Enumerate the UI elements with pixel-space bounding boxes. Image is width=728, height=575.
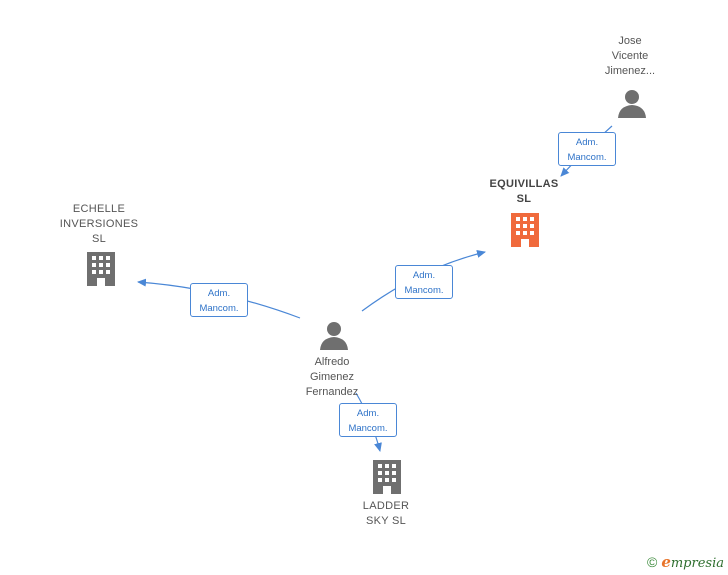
node-label-echelle: ECHELLE INVERSIONES SL bbox=[49, 202, 149, 247]
edge-label-jose-equivillas[interactable]: Adm. Mancom. bbox=[558, 132, 616, 166]
node-label-line: Jose bbox=[618, 35, 642, 47]
person-icon[interactable] bbox=[617, 88, 647, 118]
node-label-line: Alfredo bbox=[314, 356, 350, 368]
node-label-equivillas: EQUIVILLAS SL bbox=[474, 177, 574, 207]
edge-label-line: Mancom. bbox=[348, 423, 388, 434]
edge-label-line: Adm. bbox=[575, 137, 599, 148]
edge-label-line: Mancom. bbox=[199, 303, 239, 314]
edge-label-line: Adm. bbox=[356, 408, 380, 419]
brand-initial: e bbox=[661, 553, 671, 571]
node-label-line: Fernandez bbox=[305, 386, 359, 398]
node-label-alfredo: Alfredo Gimenez Fernandez bbox=[292, 355, 372, 400]
node-label-line: LADDER bbox=[362, 500, 410, 512]
edge-label-alfredo-ladder[interactable]: Adm. Mancom. bbox=[339, 403, 397, 437]
node-label-line: SL bbox=[91, 233, 107, 245]
footer-brand: © empresia bbox=[647, 553, 724, 571]
node-label-line: SL bbox=[516, 193, 532, 205]
building-icon[interactable] bbox=[370, 459, 404, 495]
node-label-jose: Jose Vicente Jimenez... bbox=[590, 34, 670, 79]
copyright-symbol: © bbox=[646, 554, 658, 570]
node-label-line: Vicente bbox=[611, 50, 649, 62]
node-label-line: SKY SL bbox=[365, 515, 407, 527]
building-icon-highlight[interactable] bbox=[508, 212, 542, 248]
node-label-line: INVERSIONES bbox=[59, 218, 139, 230]
brand-logo[interactable]: empresia bbox=[661, 553, 724, 571]
edge-label-line: Adm. bbox=[412, 270, 436, 281]
brand-rest: mpresia bbox=[670, 556, 724, 571]
node-label-line: ECHELLE bbox=[72, 203, 126, 215]
node-label-line: Gimenez bbox=[309, 371, 355, 383]
building-icon[interactable] bbox=[84, 251, 118, 287]
edge-label-line: Adm. bbox=[207, 288, 231, 299]
node-label-line: Jimenez... bbox=[604, 65, 656, 77]
edge-label-line: Mancom. bbox=[404, 285, 444, 296]
edge-label-alfredo-echelle[interactable]: Adm. Mancom. bbox=[190, 283, 248, 317]
node-label-ladder: LADDER SKY SL bbox=[336, 499, 436, 529]
edge-label-alfredo-equivillas[interactable]: Adm. Mancom. bbox=[395, 265, 453, 299]
node-label-line: EQUIVILLAS bbox=[489, 178, 559, 190]
edge-label-line: Mancom. bbox=[567, 152, 607, 163]
person-icon[interactable] bbox=[319, 320, 349, 350]
